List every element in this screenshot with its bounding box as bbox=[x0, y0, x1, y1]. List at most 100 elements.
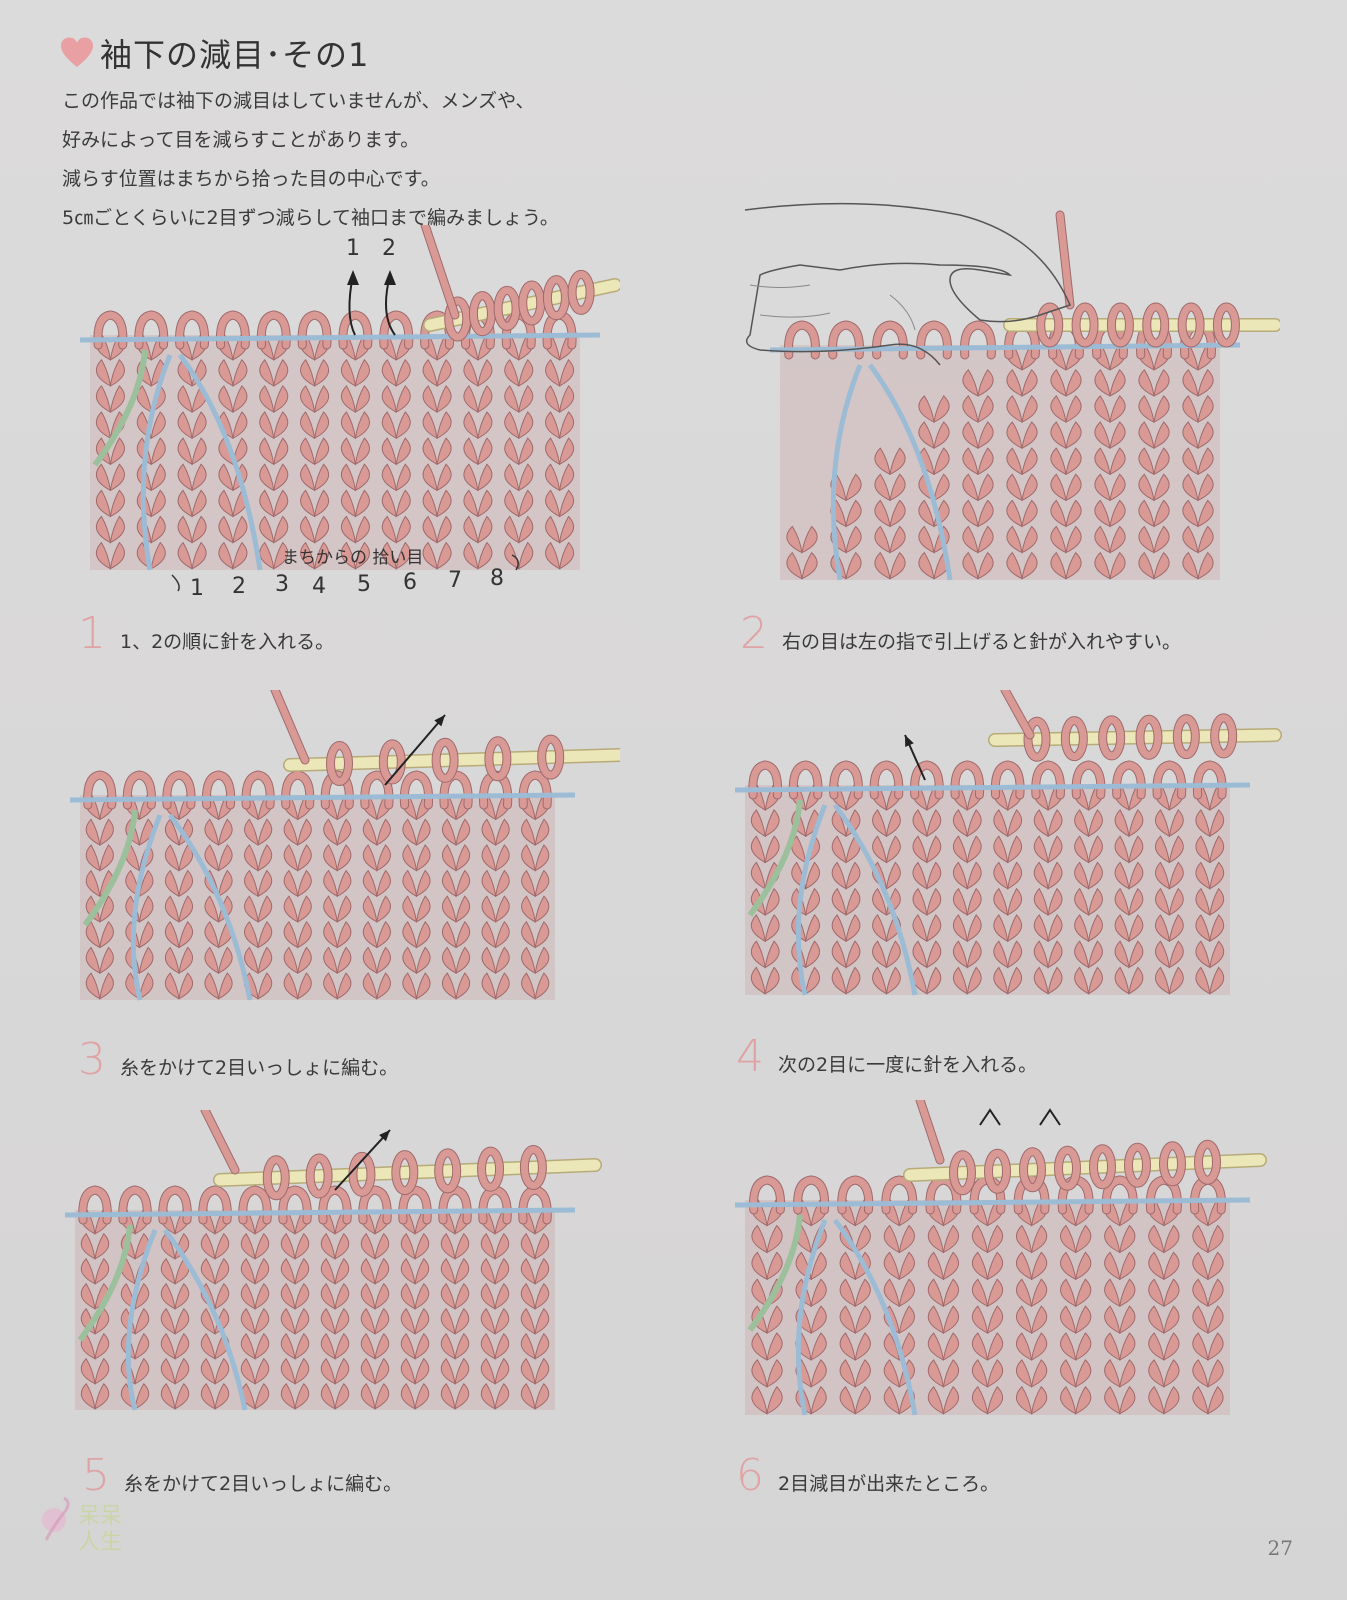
stitch-right-leg bbox=[1065, 473, 1082, 502]
stitch-left-leg bbox=[360, 1232, 376, 1260]
stitch-left-leg bbox=[1104, 1251, 1121, 1281]
stitch-right-leg bbox=[99, 972, 114, 1000]
stitch-left-leg bbox=[520, 1282, 536, 1310]
stitch-right-leg bbox=[558, 463, 575, 492]
top-loop bbox=[961, 321, 995, 359]
stitch-left-leg bbox=[362, 895, 378, 923]
stitch-left-leg bbox=[839, 1359, 856, 1388]
stitch-left-leg bbox=[1182, 447, 1199, 476]
stitch-right-leg bbox=[845, 966, 861, 995]
stitch-right-leg bbox=[454, 1357, 470, 1385]
top-loop bbox=[400, 771, 433, 809]
needle-loop bbox=[1055, 1146, 1080, 1190]
stitch-left-leg bbox=[283, 844, 299, 872]
stitch-left-leg bbox=[520, 1257, 536, 1285]
stitch-left-leg bbox=[912, 887, 928, 916]
stitch-right-leg bbox=[232, 515, 248, 544]
stitch-right-leg bbox=[254, 1307, 270, 1335]
top-loop bbox=[917, 321, 951, 359]
stitch-left-leg bbox=[952, 966, 968, 995]
stitch-left-leg bbox=[240, 1307, 256, 1335]
stitch-right-leg bbox=[1047, 966, 1063, 995]
stitch-left-leg bbox=[360, 1282, 376, 1310]
blue-thread-curve bbox=[162, 1228, 248, 1411]
pickup-number-8: 8 bbox=[490, 566, 504, 591]
stitch-left-leg bbox=[545, 541, 561, 570]
stitch-left-leg bbox=[422, 541, 438, 570]
stitch-left-leg bbox=[1060, 1278, 1077, 1308]
stitch-left-leg bbox=[240, 1232, 256, 1260]
stitch-left-leg bbox=[520, 1232, 536, 1260]
stitch-right-leg bbox=[1153, 421, 1170, 450]
stitch-right-leg bbox=[1030, 1305, 1048, 1334]
stitch-right-leg bbox=[558, 385, 575, 413]
stitch-right-leg bbox=[854, 1224, 871, 1254]
stitch-left-leg bbox=[240, 1282, 256, 1310]
stitch-left-leg bbox=[422, 515, 438, 544]
stitch-right-leg bbox=[94, 1232, 110, 1260]
stitch-left-leg bbox=[1006, 369, 1023, 397]
stitch-right-leg bbox=[810, 1385, 827, 1415]
stitch-right-leg bbox=[436, 437, 452, 466]
stitch-left-leg bbox=[1148, 1385, 1165, 1415]
stitch-left-leg bbox=[962, 499, 979, 528]
stitch-right-leg bbox=[174, 1282, 190, 1310]
stitch-right-leg bbox=[455, 869, 471, 898]
stitch-left-leg bbox=[280, 1382, 296, 1410]
stitch-right-leg bbox=[494, 1382, 510, 1410]
stitch-left-leg bbox=[283, 895, 299, 923]
stitch-left-leg bbox=[1050, 473, 1067, 502]
stitch-right-leg bbox=[766, 1251, 783, 1281]
stitch-left-leg bbox=[545, 437, 561, 466]
stitch-right-leg bbox=[1047, 861, 1063, 890]
stitch-left-leg bbox=[85, 818, 101, 846]
stitch-right-leg bbox=[558, 541, 575, 570]
blue-thread-curve bbox=[867, 363, 953, 581]
top-loop bbox=[94, 311, 127, 349]
stitch-left-leg bbox=[831, 940, 847, 969]
stitch-left-leg bbox=[1195, 835, 1211, 864]
stitch-left-leg bbox=[481, 921, 497, 949]
stitch-left-leg bbox=[952, 809, 968, 838]
stitch-left-leg bbox=[545, 411, 561, 440]
stitch-right-leg bbox=[150, 515, 166, 544]
stitch-left-leg bbox=[1015, 1305, 1033, 1334]
stitch-right-leg bbox=[94, 1332, 110, 1360]
stitch-left-leg bbox=[912, 861, 928, 890]
stitch-left-leg bbox=[204, 818, 220, 846]
stitch-right-leg bbox=[334, 1232, 350, 1260]
blue-thread-side bbox=[830, 364, 863, 581]
stitch-right-leg bbox=[354, 411, 370, 440]
stitch-left-leg bbox=[381, 385, 397, 413]
intro-line-3: 減らす位置はまちから拾った目の中心です。 bbox=[62, 168, 440, 190]
stitch-right-leg bbox=[1109, 499, 1126, 528]
stitch-left-leg bbox=[1182, 499, 1199, 528]
stitch-right-leg bbox=[845, 914, 861, 943]
stitch-right-leg bbox=[455, 946, 471, 974]
stitch-right-leg bbox=[1128, 940, 1144, 969]
stitch-right-leg bbox=[854, 1385, 871, 1415]
stitch-left-leg bbox=[883, 1278, 900, 1308]
stitch-right-leg bbox=[1197, 447, 1214, 476]
stitch-right-leg bbox=[766, 1385, 783, 1415]
needle-loop bbox=[520, 1145, 546, 1189]
stitch-left-leg bbox=[402, 946, 418, 974]
pickup-number-2: 2 bbox=[232, 574, 246, 599]
stitch-right-leg bbox=[94, 1357, 110, 1385]
stitch-left-leg bbox=[323, 946, 338, 974]
stitch-left-leg bbox=[520, 1357, 536, 1385]
stitch-right-leg bbox=[273, 541, 289, 570]
stitch-left-leg bbox=[440, 1282, 456, 1310]
stitch-right-leg bbox=[109, 463, 125, 492]
needle-loop bbox=[1178, 303, 1204, 347]
top-loop bbox=[440, 771, 472, 809]
stitch-right-leg bbox=[395, 541, 411, 570]
stitch-left-leg bbox=[362, 869, 378, 898]
stitch-right-leg bbox=[942, 1332, 960, 1361]
stitch-right-leg bbox=[1021, 499, 1038, 528]
stitch-left-leg bbox=[1015, 1251, 1033, 1281]
stitch-left-leg bbox=[1148, 1332, 1165, 1361]
stitch-left-leg bbox=[1182, 421, 1199, 450]
stitch-left-leg bbox=[1104, 1332, 1121, 1361]
stitch-right-leg bbox=[942, 1385, 960, 1415]
